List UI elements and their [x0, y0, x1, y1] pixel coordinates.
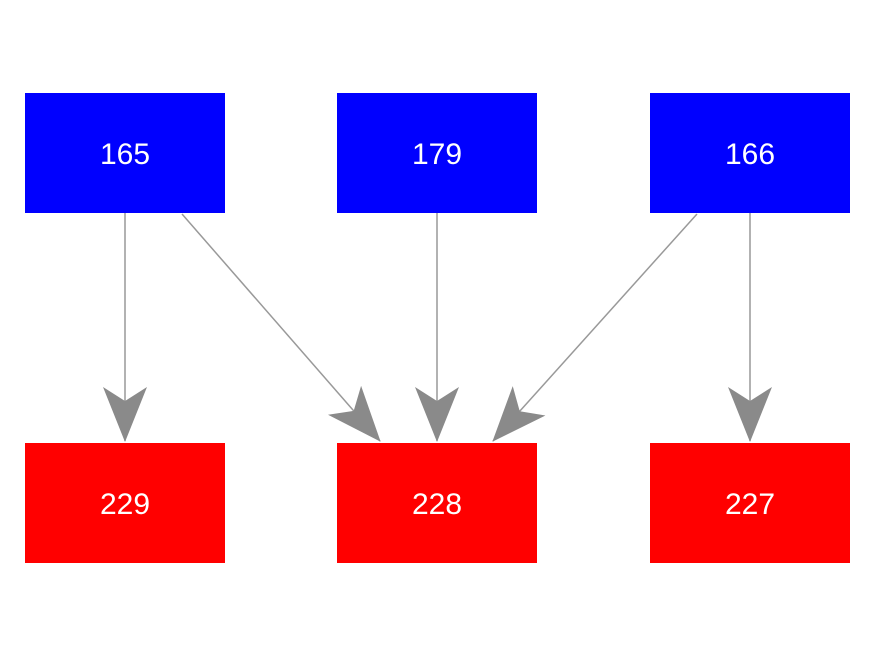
node-229-box — [25, 443, 225, 563]
node-227-label: 227 — [725, 488, 775, 521]
node-166-box — [650, 93, 850, 213]
edge-166-228 — [492, 213, 698, 442]
node-166-label: 166 — [725, 138, 775, 171]
node-165-label: 165 — [100, 138, 150, 171]
node-228-label: 228 — [412, 488, 462, 521]
edges-layer — [103, 213, 772, 442]
node-179-label: 179 — [412, 138, 462, 171]
edge-165-228 — [181, 213, 381, 442]
node-229-label: 229 — [100, 488, 150, 521]
node-165-box — [25, 93, 225, 213]
node-179-box — [337, 93, 537, 213]
nodes-layer: 165 179 166 229 228 227 — [25, 93, 850, 563]
node-228-box — [337, 443, 537, 563]
node-227-box — [650, 443, 850, 563]
